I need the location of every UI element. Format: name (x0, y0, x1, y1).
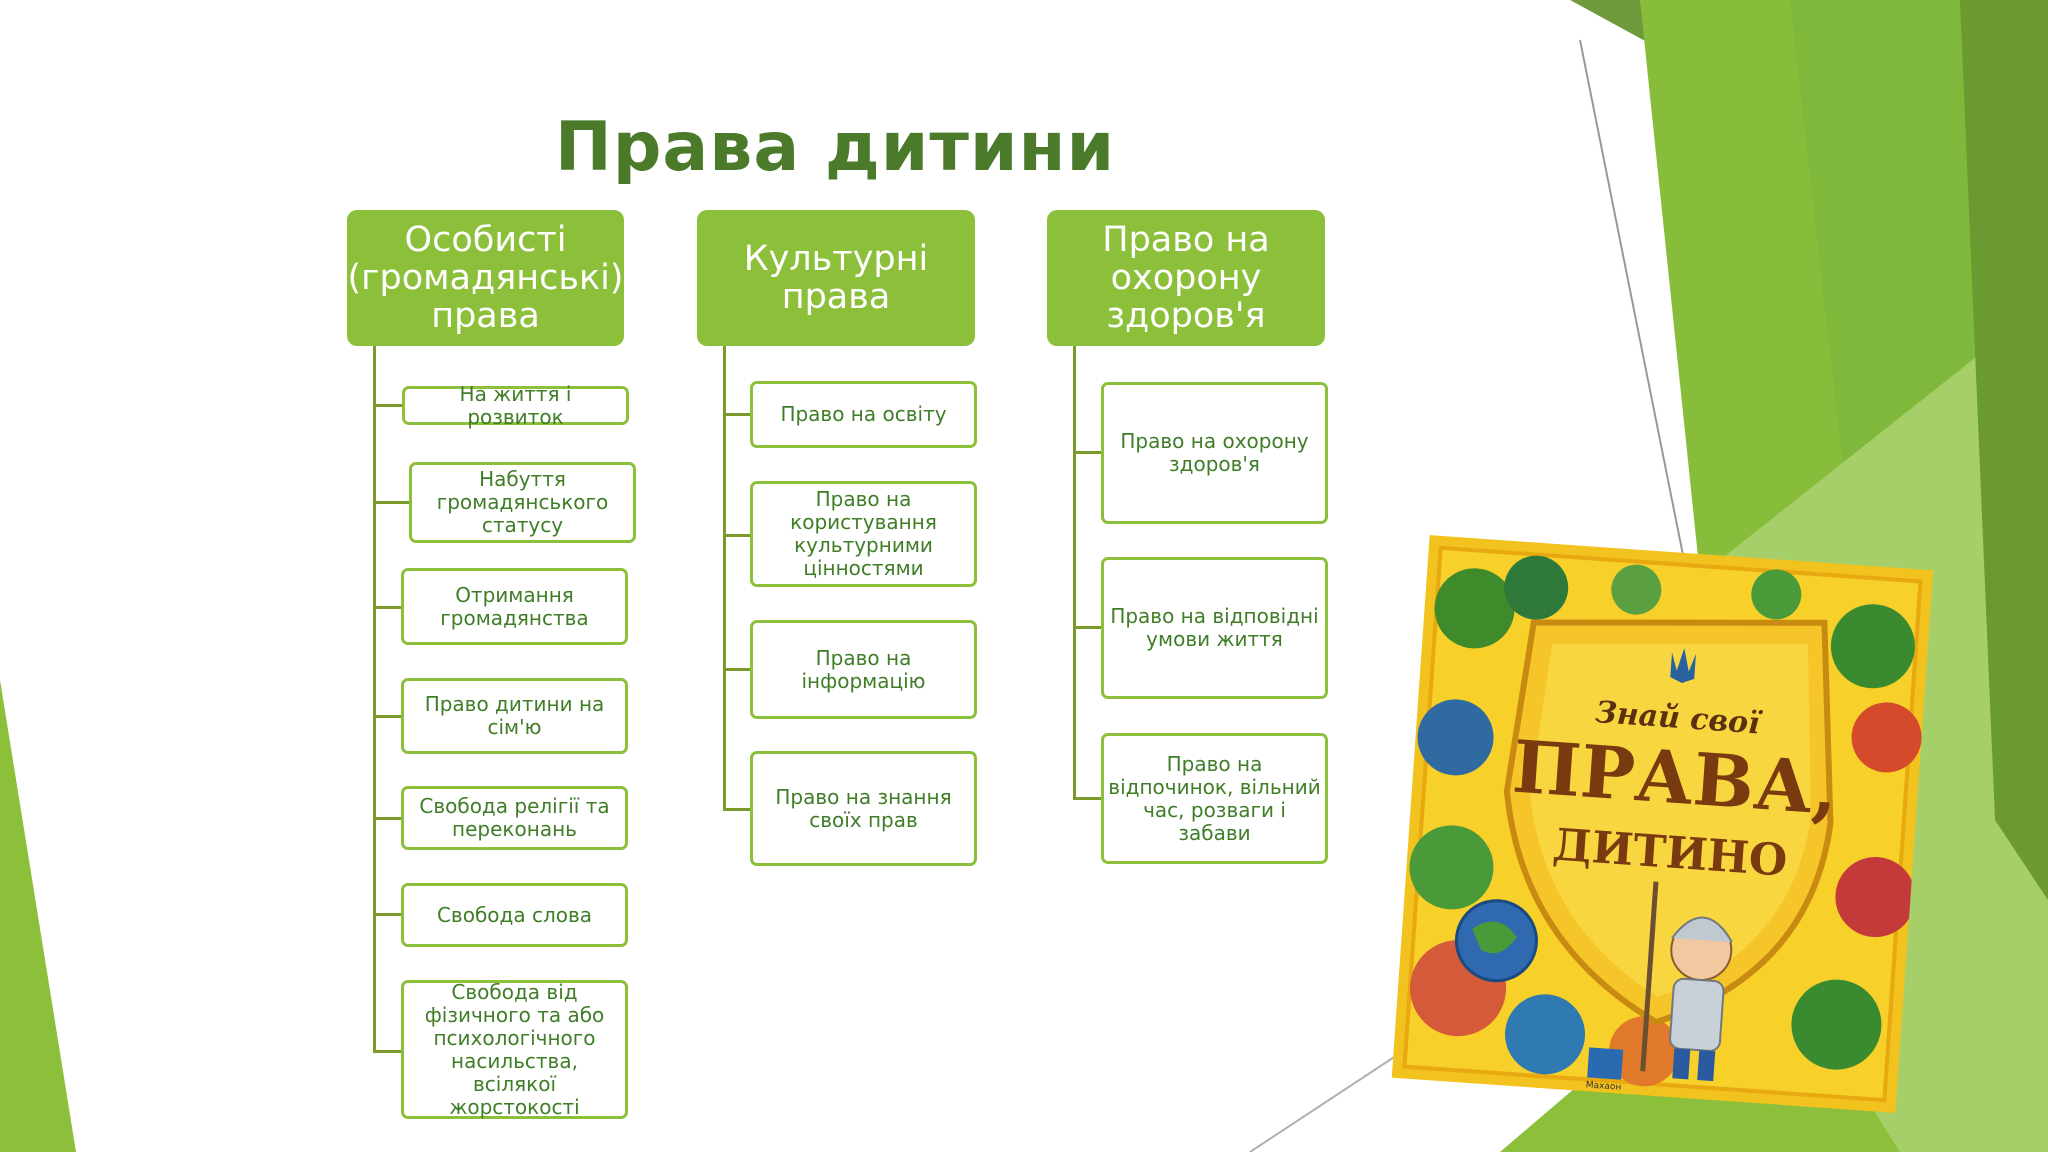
decorative-line-bottom (1249, 1039, 1421, 1152)
connector-vertical (1073, 346, 1076, 799)
connector-branch (373, 715, 402, 718)
connector-branch (723, 808, 752, 811)
publisher-name: Махаон (1585, 1080, 1621, 1092)
connector-branch (373, 913, 402, 916)
slide-title: Права дитини (554, 108, 1116, 187)
book-cover-image: Знай свої ПРАВА, ДИТИНО Махаон (1391, 535, 1934, 1113)
connector-branch (723, 668, 752, 671)
connector-branch (1073, 626, 1103, 629)
item-right-to-information: Право на інформацію (750, 620, 977, 719)
item-right-to-family: Право дитини на сім'ю (401, 678, 628, 754)
item-right-to-rest: Право на відпочинок, вільний час, розваг… (1101, 733, 1328, 864)
item-right-to-know-rights: Право на знання своїх прав (750, 751, 977, 866)
decorative-line (1579, 39, 1691, 591)
connector-branch (1073, 451, 1103, 454)
header-cultural-rights: Культурні права (697, 210, 975, 346)
connector-branch (373, 501, 410, 504)
item-life-and-development: На життя і розвиток (402, 382, 629, 428)
item-freedom-of-speech: Свобода слова (401, 883, 628, 947)
connector-branch (723, 534, 752, 537)
header-personal-rights: Особисті (громадянські) права (347, 210, 624, 346)
connector-branch (1073, 797, 1103, 800)
connector-branch (373, 1050, 402, 1053)
connector-branch (373, 606, 402, 609)
book-cover-illustration: Знай свої ПРАВА, ДИТИНО Махаон (1391, 535, 1934, 1113)
connector-branch (723, 413, 752, 416)
item-citizenship: Отримання громадянства (401, 568, 628, 645)
item-right-to-cultural-values: Право на користування культурними ціннос… (750, 481, 977, 587)
left-green-triangle (0, 680, 76, 1152)
publisher-logo (1587, 1047, 1624, 1080)
connector-branch (373, 404, 403, 407)
item-right-to-education: Право на освіту (750, 381, 977, 448)
right-dark-edge (1960, 0, 2048, 900)
connector-vertical (723, 346, 726, 810)
item-freedom-from-violence: Свобода від фізичного та або психологічн… (401, 980, 628, 1119)
item-right-to-health: Право на охорону здоров'я (1101, 382, 1328, 524)
connector-vertical (373, 346, 376, 1052)
connector-branch (373, 817, 402, 820)
item-civil-status: Набуття громадянського статусу (409, 462, 636, 543)
trident-icon (1670, 648, 1696, 684)
item-right-to-living-conditions: Право на відповідні умови життя (1101, 557, 1328, 699)
item-freedom-of-religion: Свобода релігії та переконань (401, 786, 628, 850)
header-health-rights: Право на охорону здоров'я (1047, 210, 1325, 346)
